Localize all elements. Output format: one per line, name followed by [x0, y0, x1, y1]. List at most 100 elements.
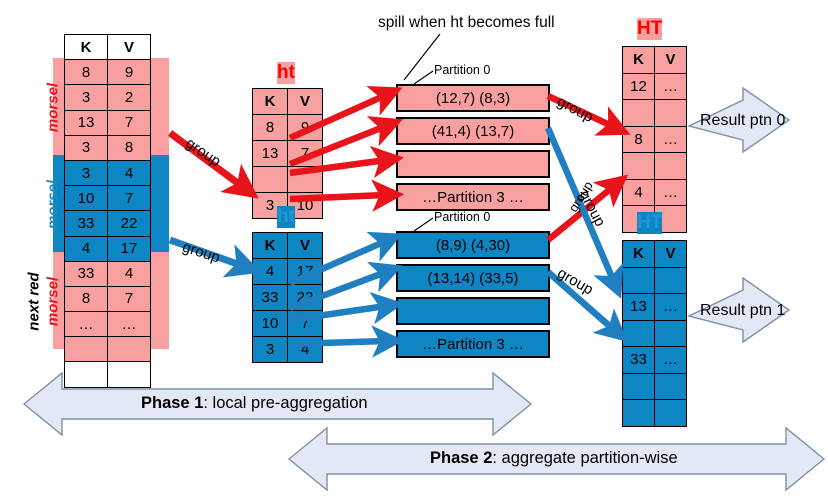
- table-cell: 8: [252, 114, 288, 141]
- group-label-blue-1: group: [180, 238, 223, 267]
- partition-red-label: Partition 0: [434, 63, 491, 77]
- table-cell: [622, 372, 655, 400]
- table-cell: 4: [252, 258, 288, 285]
- table-cell: 12: [622, 72, 655, 100]
- phase1-label: Phase 1: local pre-aggregation: [141, 394, 368, 413]
- table-row: [622, 319, 687, 347]
- table-cell: …: [654, 72, 687, 100]
- column-header: K: [252, 232, 288, 259]
- partition-red-0[interactable]: (12,7) (8,3): [396, 84, 550, 112]
- table-cell: 4: [107, 159, 151, 187]
- HT-blue-caption: HT: [637, 212, 663, 234]
- table-cell: 4: [107, 260, 151, 287]
- table-row: 8…: [622, 125, 687, 153]
- table-cell: [64, 361, 108, 388]
- table-cell: 10: [64, 185, 108, 212]
- partition-blue-3[interactable]: …Partition 3 …: [396, 330, 550, 358]
- group-label-red-1: group: [182, 134, 224, 171]
- table-cell: 4: [622, 178, 655, 206]
- table-cell: [252, 166, 288, 193]
- HT-red-caption: HT: [637, 18, 663, 40]
- table-cell: 13: [252, 140, 288, 167]
- table-cell: 10: [252, 310, 288, 337]
- table-cell: 13: [64, 109, 108, 136]
- partition-blue-1[interactable]: (13,14) (33,5): [396, 264, 550, 292]
- table-cell: 3: [64, 134, 108, 161]
- table-cell: 7: [287, 310, 323, 337]
- table-cell: …: [654, 293, 687, 321]
- table-cell: 7: [107, 185, 151, 212]
- column-header: K: [252, 88, 288, 115]
- table-cell: 22: [107, 210, 151, 237]
- column-header: V: [107, 33, 151, 61]
- table-cell: …: [654, 346, 687, 374]
- table-cell: 4: [287, 336, 323, 363]
- table-cell: [287, 166, 323, 193]
- partition-red-3[interactable]: …Partition 3 …: [396, 183, 550, 211]
- table-cell: …: [64, 311, 108, 338]
- partition-blue-0[interactable]: (8,9) (4,30): [396, 231, 550, 259]
- table-cell: [654, 99, 687, 127]
- table-cell: [622, 99, 655, 127]
- table-cell: 8: [64, 59, 108, 86]
- ht-red-caption: ht: [277, 62, 295, 84]
- table-cell: …: [654, 125, 687, 153]
- phase2-rest: : aggregate partition-wise: [492, 449, 678, 467]
- table-cell: [622, 266, 655, 294]
- table-row: [622, 266, 687, 294]
- ht-blue-caption: ht: [277, 206, 295, 228]
- table-cell: [654, 152, 687, 180]
- table-cell: 8: [622, 125, 655, 153]
- morsel-label-blue-1: morsel: [44, 179, 62, 230]
- table-row: [64, 336, 151, 363]
- table-cell: 13: [622, 293, 655, 321]
- table-cell: 7: [107, 285, 151, 313]
- table-cell: 7: [107, 109, 151, 136]
- phase2-bold: Phase 2: [430, 449, 493, 467]
- table-row: ……: [64, 311, 151, 338]
- column-header: K: [622, 46, 655, 74]
- table-cell: …: [107, 311, 151, 338]
- partition-red-1[interactable]: (41,4) (13,7): [396, 117, 550, 145]
- table-cell: 22: [287, 284, 323, 311]
- table-cell: [107, 361, 151, 388]
- partition-red-2[interactable]: [396, 150, 550, 178]
- morsel-label-red-1: morsel: [44, 82, 62, 133]
- partition-blue-2[interactable]: [396, 297, 550, 325]
- table-cell: 3: [64, 84, 108, 111]
- result-ptn0-label: Result ptn 0: [700, 112, 786, 129]
- group-label-red-2: group: [554, 92, 597, 127]
- table-cell: [622, 152, 655, 180]
- phase2-label: Phase 2: aggregate partition-wise: [430, 449, 678, 468]
- column-header: V: [654, 46, 687, 74]
- table-cell: …: [654, 178, 687, 206]
- table-cell: 17: [287, 258, 323, 285]
- table-cell: 3: [252, 336, 288, 363]
- table-cell: [654, 319, 687, 347]
- table-cell: [64, 336, 108, 363]
- table-row: [622, 372, 687, 400]
- table-row: [622, 152, 687, 180]
- morsel-label-red-2: morsel: [44, 276, 62, 327]
